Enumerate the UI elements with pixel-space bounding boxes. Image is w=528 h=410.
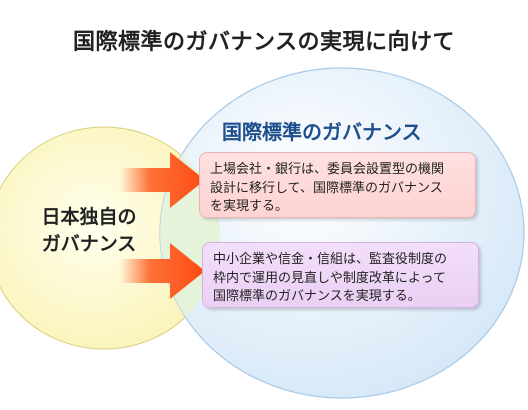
box1-line1: 上場会社・銀行は、委員会設置型の機関 bbox=[210, 162, 445, 177]
box2-line2: 枠内で運用の見直しや制度改革によって bbox=[213, 270, 446, 286]
smes-box: 中小企業や信金・信組は、監査役制度の 枠内で運用の見直しや制度改革によって 国際… bbox=[202, 242, 479, 308]
left-circle-label: 日本独自の ガバナンス bbox=[24, 204, 154, 258]
box1-line2: 設計に移行して、国際標準のガバナンス bbox=[210, 180, 443, 196]
arrow-to-box1 bbox=[120, 152, 205, 208]
box2-line3: 国際標準のガバナンスを実現する。 bbox=[213, 289, 421, 304]
circle-title: 国際標準のガバナンス bbox=[222, 120, 422, 144]
listed-companies-box: 上場会社・銀行は、委員会設置型の機関 設計に移行して、国際標準のガバナンス を実… bbox=[199, 152, 476, 218]
arrow-to-box2 bbox=[120, 243, 205, 299]
left-label-line1: 日本独自の bbox=[41, 206, 137, 228]
left-label-line2: ガバナンス bbox=[41, 233, 137, 255]
box2-line1: 中小企業や信金・信組は、監査役制度の bbox=[213, 252, 448, 267]
diagram-title: 国際標準のガバナンスの実現に向けて bbox=[72, 30, 456, 55]
box1-line3: を実現する。 bbox=[210, 199, 289, 214]
